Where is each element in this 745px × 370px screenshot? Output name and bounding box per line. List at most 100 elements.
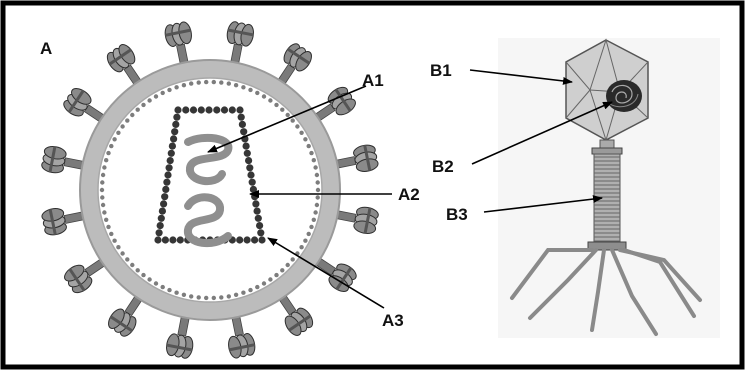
capsid-bead [247, 171, 254, 178]
capsid-bead [168, 150, 175, 157]
envelope-dot [116, 245, 120, 249]
envelope-dot [100, 188, 104, 192]
capsid-bead [167, 157, 174, 164]
envelope-dot [104, 218, 108, 222]
capsid-bead [177, 236, 184, 243]
capsid-bead [162, 186, 169, 193]
capsid-bead [173, 114, 180, 121]
capsid-bead [169, 143, 176, 150]
envelope-dot [147, 98, 151, 102]
envelope-dot [241, 291, 245, 295]
envelope-dot [189, 294, 193, 298]
capsid-bead [190, 106, 197, 113]
envelope-dot [204, 296, 208, 300]
capsid-bead [256, 222, 263, 229]
capsid-bead [243, 143, 250, 150]
envelope-dot [130, 113, 134, 117]
label-b2: B2 [432, 157, 454, 176]
envelope-dot [161, 91, 165, 95]
capsid-bead [244, 236, 251, 243]
envelope-dot [316, 180, 320, 184]
capsid-bead [240, 128, 247, 135]
capsid-bead [160, 200, 167, 207]
capsid-bead [174, 106, 181, 113]
glycoprotein-spike-icon [165, 313, 199, 359]
envelope-dot [182, 293, 186, 297]
envelope-dot [109, 144, 113, 148]
glycoprotein-spike-icon [163, 21, 197, 67]
envelope-dot [313, 210, 317, 214]
envelope-dot [291, 257, 295, 261]
label-a3: A3 [382, 311, 404, 330]
envelope-dot [161, 285, 165, 289]
envelope-dot [262, 281, 266, 285]
envelope-dot [212, 296, 216, 300]
capsid-bead [250, 186, 257, 193]
glycoprotein-spike-icon [41, 203, 87, 237]
envelope-dot [197, 80, 201, 84]
envelope-dot [130, 263, 134, 267]
capsid-bead [239, 121, 246, 128]
envelope-dot [102, 210, 106, 214]
envelope-dot [100, 180, 104, 184]
envelope-dot [234, 83, 238, 87]
capsid-bead [221, 106, 228, 113]
capsid-bead [161, 193, 168, 200]
capsid-bead [164, 171, 171, 178]
envelope-dot [106, 225, 110, 229]
envelope-dot [299, 245, 303, 249]
capsid-bead [169, 236, 176, 243]
capsid-bead [229, 106, 236, 113]
envelope-dot [212, 80, 216, 84]
envelope-dot [227, 81, 231, 85]
envelope-dot [101, 203, 105, 207]
envelope-dot [112, 239, 116, 243]
envelope-dot [316, 195, 320, 199]
envelope-dot [307, 144, 311, 148]
envelope-dot [106, 151, 110, 155]
envelope-dot [167, 288, 171, 292]
envelope-dot [255, 91, 259, 95]
envelope-dot [234, 293, 238, 297]
capsid-bead [159, 208, 166, 215]
capsid-bead [245, 157, 252, 164]
glycoprotein-spike-icon [41, 145, 87, 179]
capsid-bead [170, 135, 177, 142]
envelope-dot [104, 158, 108, 162]
envelope-dot [227, 294, 231, 298]
envelope-dot [303, 239, 307, 243]
capsid-bead [251, 236, 258, 243]
capsid-bead [213, 106, 220, 113]
glycoprotein-spike-icon [223, 313, 257, 359]
envelope-dot [167, 88, 171, 92]
envelope-dot [299, 131, 303, 135]
envelope-dot [120, 124, 124, 128]
envelope-dot [189, 81, 193, 85]
capsid-bead [158, 215, 165, 222]
envelope-dot [274, 103, 278, 107]
envelope-dot [274, 273, 278, 277]
envelope-dot [112, 137, 116, 141]
panel-b: B [430, 38, 720, 338]
envelope-dot [182, 83, 186, 87]
capsid-bead [157, 222, 164, 229]
envelope-dot [125, 257, 129, 261]
envelope-dot [309, 151, 313, 155]
capsid-bead [163, 179, 170, 186]
capsid-bead [166, 164, 173, 171]
capsid-bead [172, 121, 179, 128]
capsid-bead [254, 208, 261, 215]
capsid-bead [244, 150, 251, 157]
envelope-dot [309, 225, 313, 229]
envelope-dot [147, 277, 151, 281]
capsid-bead [171, 128, 178, 135]
capsid-bead [236, 106, 243, 113]
envelope-dot [116, 131, 120, 135]
label-a1: A1 [362, 71, 384, 90]
envelope-dot [315, 203, 319, 207]
capsid-bead [252, 200, 259, 207]
envelope-dot [262, 94, 266, 98]
envelope-dot [307, 232, 311, 236]
envelope-dot [286, 113, 290, 117]
capsid-bead [255, 215, 262, 222]
